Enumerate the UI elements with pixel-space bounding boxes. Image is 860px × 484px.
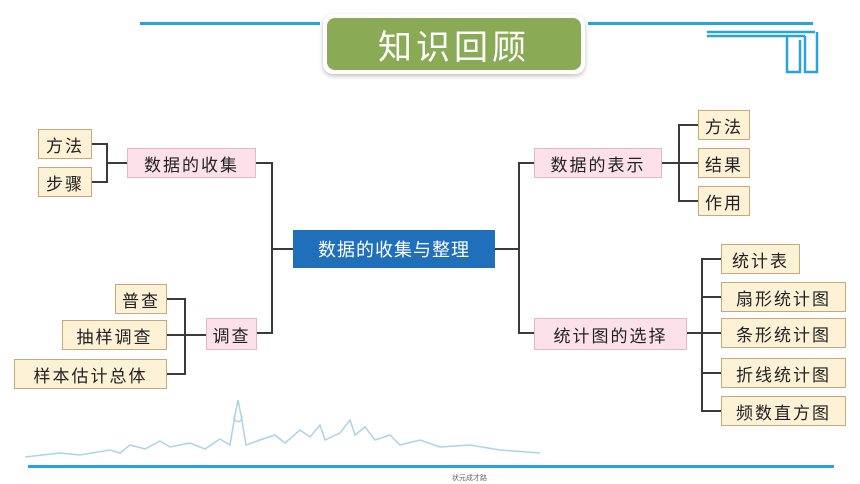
connector: [701, 258, 703, 411]
node-data-representation: 数据的表示: [534, 148, 662, 178]
node-line-chart: 折线统计图: [721, 358, 846, 388]
node-collect-method: 方法: [38, 129, 92, 159]
node-represent-result: 结果: [698, 148, 750, 178]
center-node: 数据的收集与整理: [293, 230, 495, 268]
bottom-accent-line: [28, 465, 834, 468]
node-bar-chart: 条形统计图: [721, 318, 846, 348]
connector: [687, 332, 702, 334]
title-panel: 知识回顾: [323, 14, 585, 74]
connector: [518, 162, 534, 164]
node-represent-method: 方法: [698, 110, 750, 140]
connector: [167, 373, 185, 375]
connector: [701, 410, 721, 412]
node-sampling: 抽样调查: [62, 320, 167, 350]
skyline-illustration: [24, 399, 541, 458]
node-survey: 调查: [206, 318, 257, 350]
connector: [167, 334, 185, 336]
connector: [92, 143, 107, 145]
connector: [701, 258, 721, 260]
connector: [271, 248, 293, 250]
footer-watermark: 状元成才路: [452, 474, 487, 482]
connector: [495, 248, 519, 250]
connector: [184, 334, 206, 336]
node-chart-selection: 统计图的选择: [534, 318, 687, 350]
corner-decoration: [707, 30, 819, 74]
connector: [678, 200, 698, 202]
node-data-collection: 数据的收集: [127, 148, 256, 178]
connector: [678, 162, 698, 164]
connector: [167, 298, 185, 300]
node-pie-chart: 扇形统计图: [721, 282, 846, 312]
node-stat-table: 统计表: [721, 244, 800, 274]
top-accent-line: [140, 22, 320, 25]
connector: [184, 298, 186, 375]
connector: [518, 332, 534, 334]
connector: [701, 332, 721, 334]
node-collect-steps: 步骤: [38, 167, 92, 197]
page-title: 知识回顾: [327, 18, 581, 70]
connector: [701, 296, 721, 298]
node-histogram: 频数直方图: [721, 396, 846, 426]
connector: [701, 372, 721, 374]
connector: [518, 162, 520, 334]
connector: [662, 162, 679, 164]
node-census: 普查: [115, 284, 167, 314]
connector: [106, 162, 127, 164]
connector: [678, 124, 698, 126]
connector: [257, 332, 273, 334]
top-accent-line-right: [588, 22, 813, 25]
connector: [256, 162, 272, 164]
node-sample-estimate: 样本估计总体: [14, 359, 167, 389]
connector: [92, 181, 107, 183]
node-represent-purpose: 作用: [698, 186, 750, 216]
